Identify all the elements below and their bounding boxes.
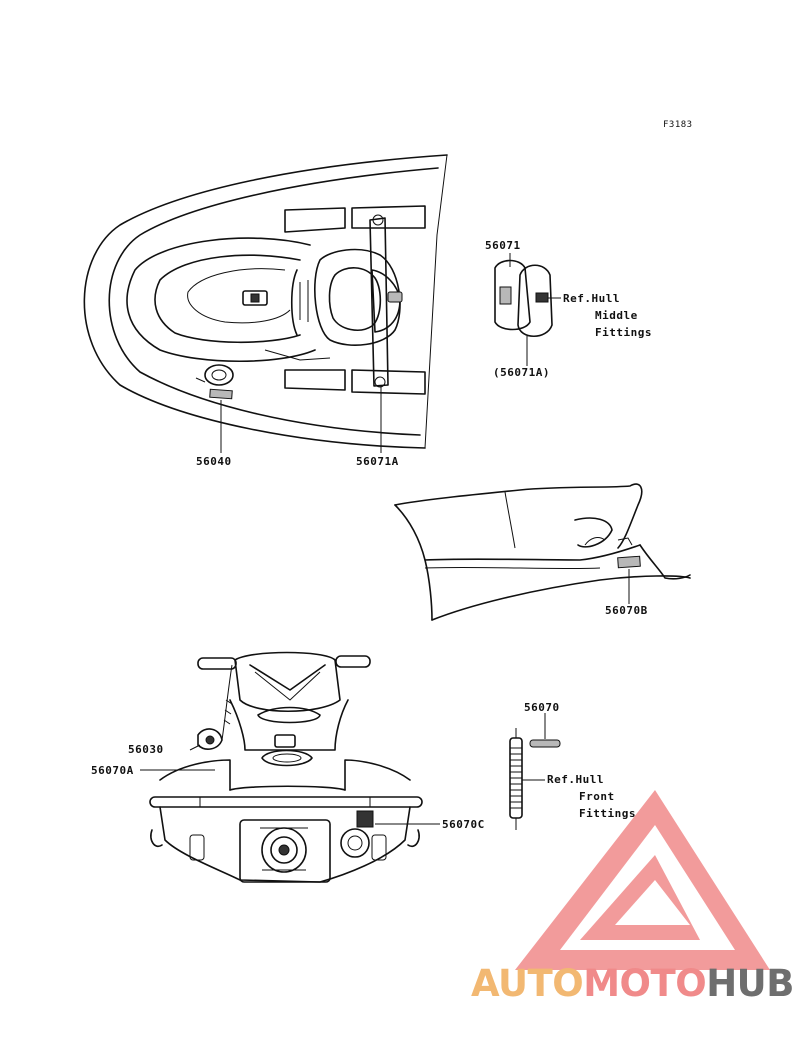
part-label-56040: 56040	[196, 455, 232, 468]
top-view-watercraft	[83, 154, 448, 453]
part-label-56070c: 56070C	[442, 818, 485, 831]
part-label-56070: 56070	[524, 701, 560, 714]
part-label-56071a: 56071A	[356, 455, 399, 468]
fitting-detail-front	[509, 713, 561, 830]
figure-code: F3183	[663, 120, 693, 130]
ref-front-line3: Fittings	[579, 807, 636, 820]
part-label-56070a: 56070A	[91, 764, 134, 777]
ref-front-line2: Front	[579, 790, 615, 803]
part-label-56071: 56071	[485, 239, 521, 252]
ref-middle-line3: Fittings	[595, 326, 652, 339]
watermark-auto: AUTO	[471, 962, 584, 1005]
part-label-56070b: 56070B	[605, 604, 648, 617]
ref-front-line1: Ref.Hull	[547, 773, 604, 786]
part-label-56030: 56030	[128, 743, 164, 756]
part-label-56071a-paren: (56071A)	[493, 366, 550, 379]
watermark-moto: MOTO	[583, 962, 707, 1005]
watermark-hub: HUB	[706, 962, 794, 1005]
watermark-text: AUTOMOTOHUB	[471, 962, 794, 1005]
ref-middle-line1: Ref.Hull	[563, 292, 620, 305]
label-detail-middle	[494, 253, 561, 366]
rear-view-watercraft	[140, 651, 440, 883]
side-view-seat	[394, 483, 691, 621]
ref-middle-line2: Middle	[595, 309, 638, 322]
